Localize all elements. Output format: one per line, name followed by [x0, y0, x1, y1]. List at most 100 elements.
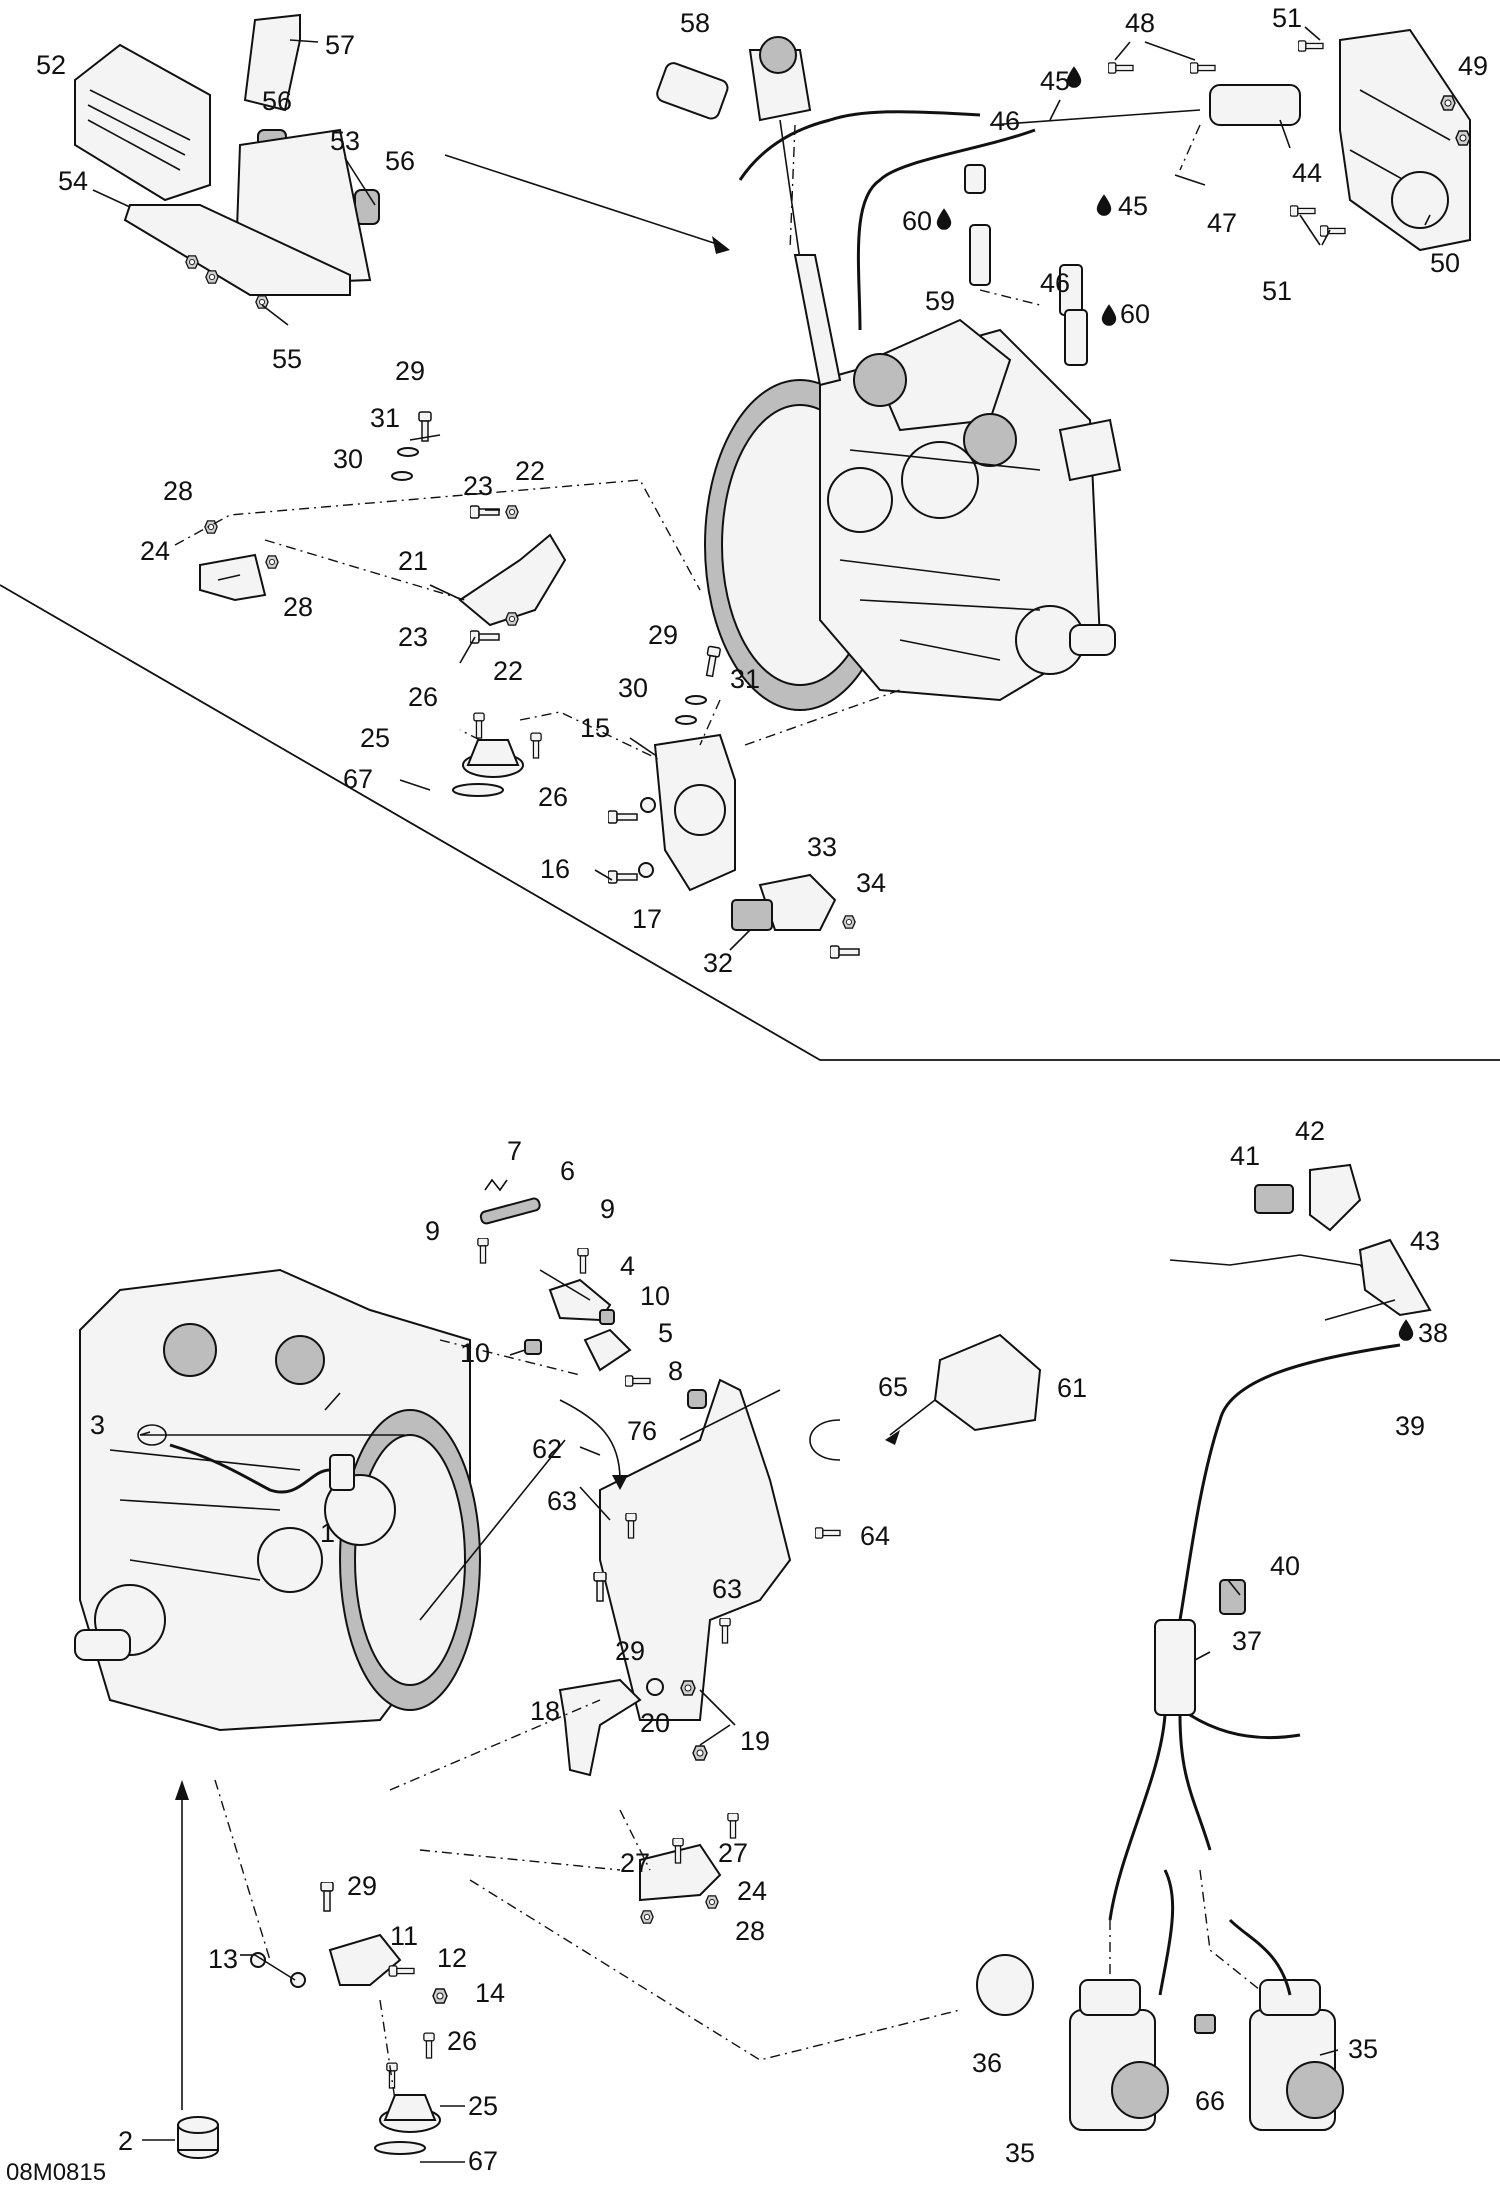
callout-label: 57: [325, 30, 355, 60]
callout-label: 29: [347, 1871, 377, 1901]
section-divider-line: [0, 584, 1500, 1061]
callout-label: 3: [90, 1410, 105, 1440]
callout-label: 60: [902, 206, 932, 236]
callout-label: 10: [640, 1281, 670, 1311]
callout-label: 20: [640, 1708, 670, 1738]
callout-label: 62: [532, 1434, 562, 1464]
callout-label: 45: [1118, 191, 1148, 221]
part-50-bracket: [1339, 28, 1471, 252]
callout-label: 26: [538, 782, 568, 812]
callout-label: 56: [262, 86, 292, 116]
callout-label: 27: [620, 1848, 650, 1878]
callout-label: 21: [398, 546, 428, 576]
part-57-strap: [243, 13, 301, 112]
callout-label: 19: [740, 1726, 770, 1756]
callout-label: 29: [395, 356, 425, 386]
callout-label: 24: [737, 1876, 767, 1906]
callout-label: 26: [408, 682, 438, 712]
callout-label: 22: [493, 656, 523, 686]
callout-label: 35: [1005, 2138, 1035, 2168]
callout-label: 10: [460, 1338, 490, 1368]
callout-label: 30: [618, 673, 648, 703]
engine-lower: [74, 1268, 481, 1732]
part-2-plug: [177, 2116, 219, 2159]
callout-label: 40: [1270, 1551, 1300, 1581]
callout-label: 2: [118, 2126, 133, 2156]
callout-label: 31: [370, 403, 400, 433]
callout-label: 61: [1057, 1373, 1087, 1403]
part-40-sleeve: [1219, 1579, 1246, 1615]
callout-label: 51: [1272, 3, 1302, 33]
callout-label: 29: [648, 620, 678, 650]
callout-label: 33: [807, 832, 837, 862]
callout-label: 38: [1418, 1318, 1448, 1348]
callout-label: 67: [343, 764, 373, 794]
callout-label: 49: [1458, 51, 1488, 81]
part-61-cover: [933, 1333, 1042, 1432]
ignition-harness: [738, 84, 1301, 366]
callout-label: 13: [208, 1944, 238, 1974]
callout-label: 67: [468, 2146, 498, 2176]
callout-label: 53: [330, 126, 360, 156]
callout-label: 24: [140, 536, 170, 566]
callout-label: 66: [1195, 2086, 1225, 2116]
callout-label: 14: [475, 1978, 505, 2008]
part-35-throttle-body-a: [1069, 1979, 1169, 2131]
part-54-bar: [123, 204, 351, 296]
callout-label: 47: [1207, 208, 1237, 238]
callout-label: 46: [1040, 268, 1070, 298]
callout-label: 12: [437, 1943, 467, 1973]
callout-label: 36: [972, 2048, 1002, 2078]
callout-label: 23: [463, 471, 493, 501]
callout-label: 46: [990, 106, 1020, 136]
callout-label: 65: [878, 1372, 908, 1402]
callout-label: 28: [163, 476, 193, 506]
part-37-junction: [1154, 1619, 1196, 1716]
part-25-mount: [452, 739, 524, 797]
callout-label: 58: [680, 8, 710, 38]
callout-label: 64: [860, 1521, 890, 1551]
part-43-lever: [1358, 1238, 1432, 1317]
callout-label: 54: [58, 166, 88, 196]
part-66-part: [1194, 2014, 1216, 2034]
callout-label: 25: [360, 723, 390, 753]
callout-label: 5: [658, 1318, 673, 1348]
callout-label: 63: [712, 1574, 742, 1604]
callout-label: 76: [627, 1416, 657, 1446]
callout-label: 11: [390, 1921, 418, 1951]
callout-label: 43: [1410, 1226, 1440, 1256]
engine-upper: [704, 318, 1122, 711]
callout-label: 9: [425, 1216, 440, 1246]
callout-label: 31: [730, 664, 760, 694]
callout-label: 16: [540, 854, 570, 884]
part-21-bracket: [458, 533, 567, 627]
callout-label: 18: [530, 1696, 560, 1726]
part-25-lower-mount: [374, 2094, 441, 2155]
callout-label: 23: [398, 622, 428, 652]
callout-label: 7: [507, 1136, 522, 1166]
callout-label: 41: [1230, 1141, 1260, 1171]
callout-label: 42: [1295, 1116, 1325, 1146]
callout-label: 28: [735, 1916, 765, 1946]
callout-label: 6: [560, 1156, 575, 1186]
callout-label: 56: [385, 146, 415, 176]
part-52-ecm: [74, 43, 211, 202]
part-36-clamp: [976, 1954, 1034, 2016]
callout-label: 55: [272, 344, 302, 374]
callout-label: 27: [718, 1838, 748, 1868]
part-11-bracket: [328, 1933, 402, 1986]
callout-label: 51: [1262, 276, 1292, 306]
part-35-throttle-body-b: [1249, 1979, 1344, 2131]
part-65-clip: [809, 1419, 841, 1461]
part-41-block: [1254, 1184, 1294, 1214]
dash-58-link: [789, 124, 796, 251]
part-42-clamp: [1309, 1163, 1362, 1232]
callout-labels: 57 52 56 53 56 54 55 58 48 51 49 45 46 4…: [36, 3, 1488, 2176]
callout-label: 45: [1040, 66, 1070, 96]
callout-label: 30: [333, 444, 363, 474]
callout-label: 9: [600, 1194, 615, 1224]
callout-label: 28: [283, 592, 313, 622]
callout-label: 15: [580, 713, 610, 743]
callout-label: 32: [703, 948, 733, 978]
